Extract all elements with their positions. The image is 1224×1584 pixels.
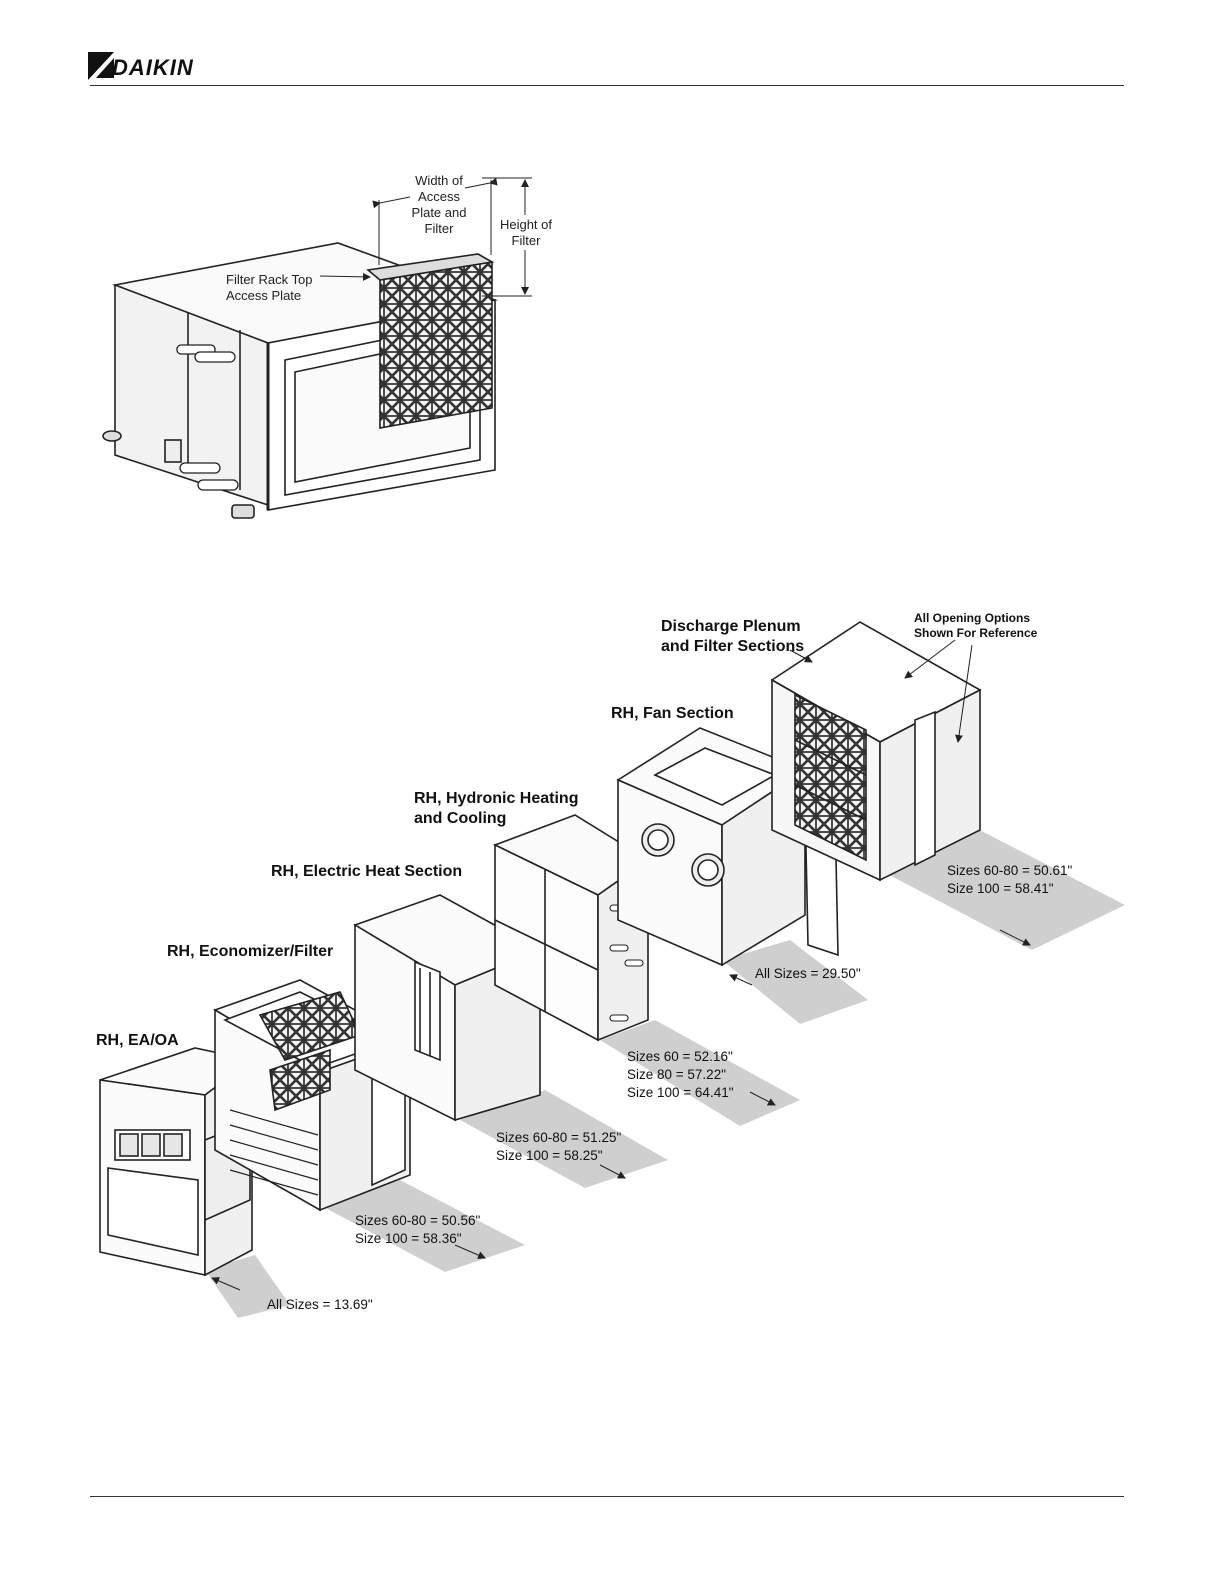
section-title-line: RH, Hydronic Heating	[414, 790, 579, 807]
reference-note-line: Shown For Reference	[914, 626, 1038, 640]
height-label: Height of Filter	[492, 217, 560, 249]
dimension-fan: All Sizes = 29.50"	[755, 965, 861, 983]
section-title-discharge-plenum: Discharge Plenum and Filter Sections	[661, 617, 804, 657]
section-fan-drawing	[616, 727, 839, 967]
width-label-line: Access	[418, 189, 460, 204]
section-title-economizer: RH, Economizer/Filter	[167, 942, 333, 962]
brand-name: DAIKIN	[112, 55, 194, 80]
section-discharge-plenum-drawing	[770, 621, 982, 882]
dimension-hydronic: Sizes 60 = 52.16" Size 80 = 57.22" Size …	[627, 1048, 734, 1102]
section-ea-oa-drawing	[99, 1047, 254, 1277]
dimension-line: Sizes 60 = 52.16"	[627, 1049, 733, 1064]
dimension-ea-oa: All Sizes = 13.69"	[267, 1296, 373, 1314]
width-label: Width of Access Plate and Filter	[398, 173, 480, 237]
section-title-ea-oa: RH, EA/OA	[96, 1031, 179, 1051]
dimension-lines	[211, 639, 1031, 1291]
dimension-line: Sizes 60-80 = 51.25"	[496, 1130, 622, 1145]
width-label-line: Plate and	[411, 205, 467, 220]
footprint-shadows	[205, 825, 1125, 1318]
dimension-line: Size 80 = 57.22"	[627, 1067, 726, 1082]
access-plate-label-line: Access Plate	[226, 288, 302, 303]
section-title-fan: RH, Fan Section	[611, 704, 734, 724]
daikin-logo-icon	[88, 52, 114, 80]
access-plate-label-line: Filter Rack Top	[226, 272, 313, 287]
dimension-economizer: Sizes 60-80 = 50.56" Size 100 = 58.36"	[355, 1212, 480, 1248]
section-title-line: Discharge Plenum	[661, 618, 801, 635]
dimension-discharge-plenum: Sizes 60-80 = 50.61" Size 100 = 58.41"	[947, 862, 1072, 898]
reference-note: All Opening Options Shown For Reference	[914, 611, 1037, 641]
height-label-line: Filter	[511, 233, 541, 248]
width-label-line: Width of	[415, 173, 463, 188]
height-label-line: Height of	[499, 217, 553, 232]
section-title-hydronic: RH, Hydronic Heating and Cooling	[414, 789, 578, 829]
dimension-line: Sizes 60-80 = 50.61"	[947, 863, 1073, 878]
section-title-line: and Filter Sections	[661, 638, 805, 655]
access-plate-label: Filter Rack Top Access Plate	[226, 272, 312, 304]
footer-rule	[90, 1496, 1124, 1497]
reference-note-line: All Opening Options	[914, 611, 1030, 625]
section-title-line: RH, Electric Heat Section	[271, 863, 463, 880]
dimension-electric-heat: Sizes 60-80 = 51.25" Size 100 = 58.25"	[496, 1129, 621, 1165]
section-title-line: RH, EA/OA	[96, 1032, 179, 1049]
section-title-line: RH, Fan Section	[611, 705, 734, 722]
filter-unit-drawing	[102, 177, 532, 519]
dimension-line: Size 100 = 58.41"	[947, 881, 1054, 896]
width-label-line: Filter	[424, 221, 454, 236]
header-rule	[90, 85, 1124, 86]
dimension-line: All Sizes = 13.69"	[267, 1297, 373, 1312]
dimension-line: Size 100 = 64.41"	[627, 1085, 734, 1100]
section-title-line: RH, Economizer/Filter	[167, 943, 334, 960]
section-title-line: and Cooling	[414, 810, 507, 827]
dimension-line: Sizes 60-80 = 50.56"	[355, 1213, 481, 1228]
dimension-line: Size 100 = 58.36"	[355, 1231, 462, 1246]
section-title-electric-heat: RH, Electric Heat Section	[271, 862, 462, 882]
dimension-line: All Sizes = 29.50"	[755, 966, 861, 981]
dimension-line: Size 100 = 58.25"	[496, 1148, 603, 1163]
